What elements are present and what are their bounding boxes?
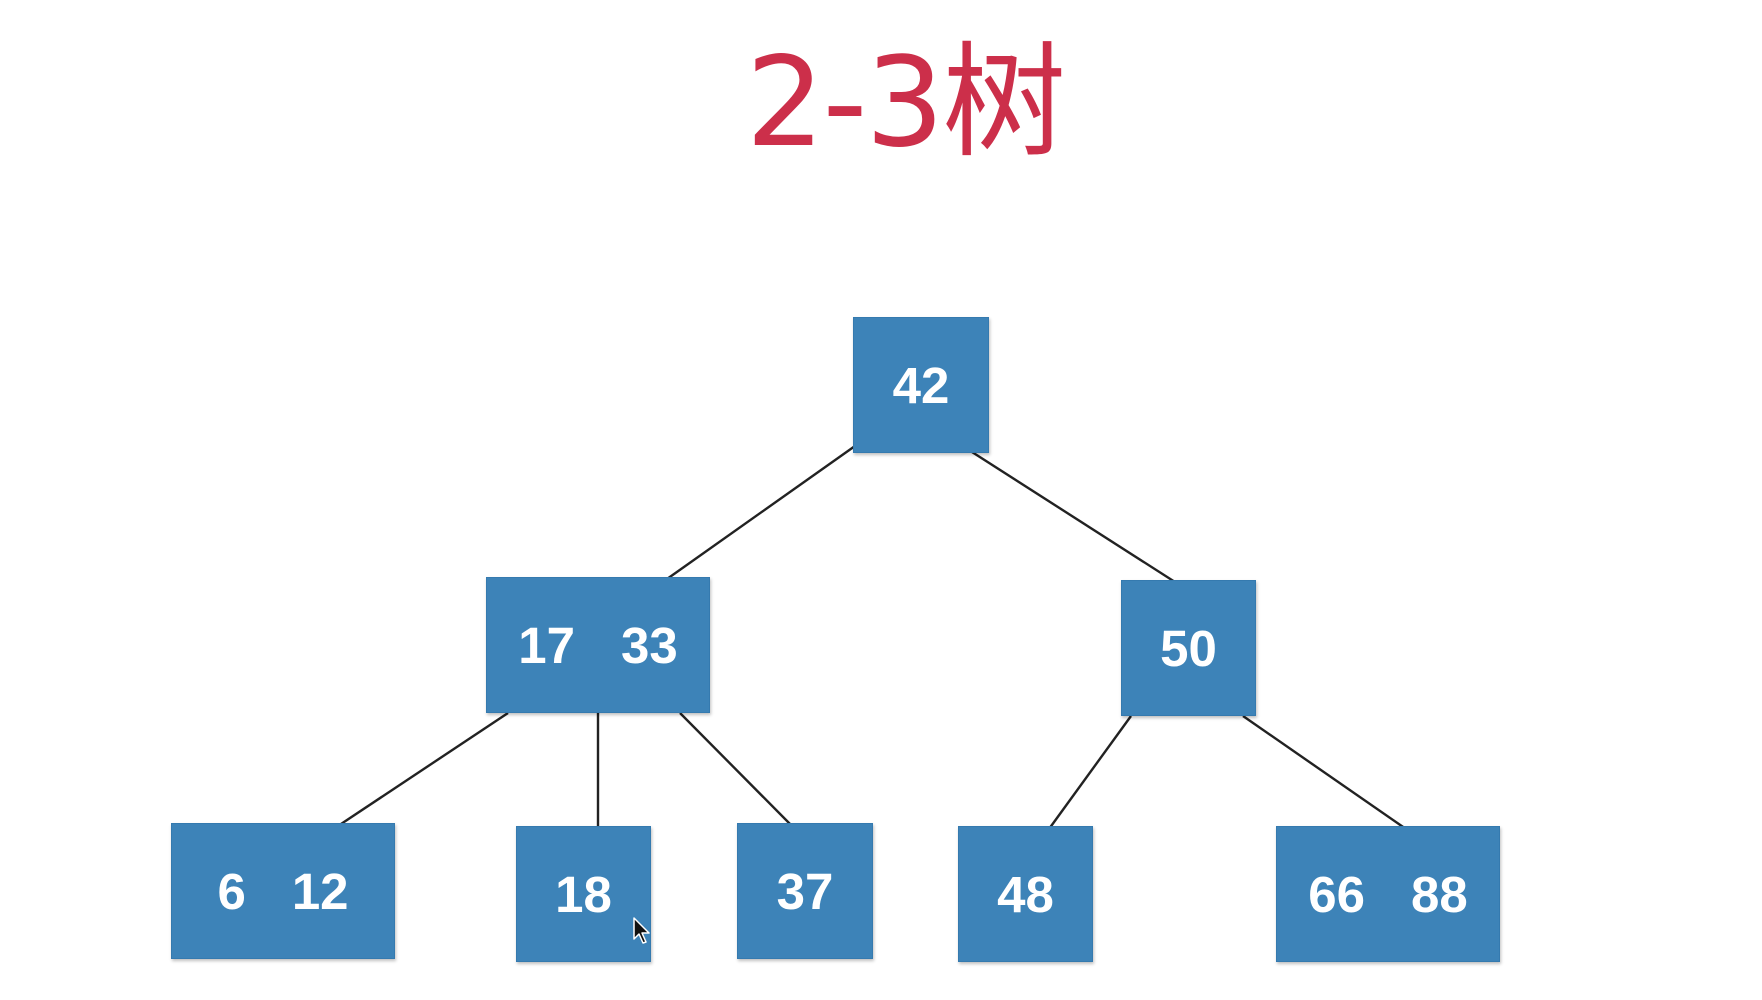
tree-node-18: 18 — [516, 826, 651, 962]
tree-node-66-88: 66 88 — [1276, 826, 1500, 962]
mouse-pointer-icon — [633, 917, 650, 944]
tree-node-50: 50 — [1121, 580, 1256, 716]
node-key: 18 — [555, 865, 612, 923]
node-key: 17 — [518, 616, 575, 674]
tree-node-48: 48 — [958, 826, 1093, 962]
edge-50-to-66-88 — [1242, 715, 1407, 830]
tree-node-37: 37 — [737, 823, 873, 959]
diagram-title: 2-3树 — [745, 31, 1067, 175]
tree-node-17-33: 17 33 — [486, 577, 710, 713]
edge-42-to-17-33 — [666, 445, 856, 580]
node-key: 42 — [892, 356, 950, 414]
node-key: 37 — [776, 862, 834, 920]
edge-50-to-48 — [1048, 715, 1132, 830]
node-key: 48 — [997, 865, 1054, 923]
edge-42-to-50 — [971, 450, 1176, 584]
node-key: 12 — [291, 862, 349, 920]
tree-node-6-12: 6 12 — [171, 823, 395, 959]
node-key: 88 — [1411, 865, 1468, 923]
node-key: 50 — [1160, 619, 1217, 677]
tree-node-root: 42 — [853, 317, 989, 453]
node-key: 6 — [217, 862, 246, 920]
node-key: 66 — [1308, 865, 1365, 923]
node-key: 33 — [621, 616, 678, 674]
edge-17-33-to-6-12 — [337, 712, 509, 827]
edge-17-33-to-37 — [679, 712, 793, 827]
